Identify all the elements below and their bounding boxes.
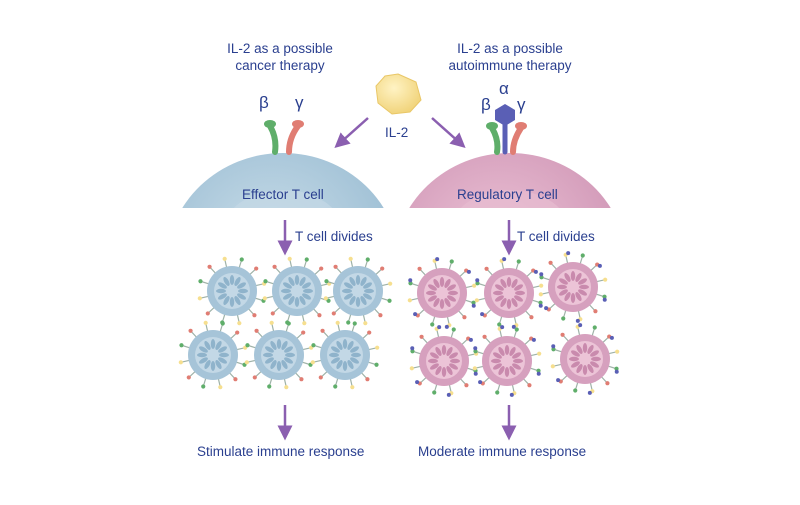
- left-title-line2: cancer therapy: [235, 58, 325, 73]
- right-divides-label: T cell divides: [517, 229, 595, 244]
- regulatory-receptors: [486, 104, 527, 155]
- regulatory-cell-small: [407, 257, 477, 329]
- effector-cell-small: [197, 256, 267, 326]
- effector-cell-small: [323, 256, 393, 326]
- il2-molecule: [375, 73, 422, 115]
- gamma-label-right: γ: [517, 95, 526, 114]
- left-divides-label: T cell divides: [295, 229, 373, 244]
- effector-cell-small: [310, 320, 380, 390]
- effector-receptors: [264, 120, 304, 155]
- effector-cell-label: Effector T cell: [242, 187, 324, 202]
- right-result-label: Moderate immune response: [418, 444, 587, 459]
- regulatory-cell-small: [550, 323, 620, 395]
- left-title: IL-2 as a possible cancer therapy: [200, 40, 360, 74]
- arrow-il2-to-effector: [334, 117, 369, 148]
- arrow-il2-to-regulatory: [431, 117, 466, 148]
- right-title-line1: IL-2 as a possible: [457, 41, 563, 56]
- regulatory-cell-small: [538, 251, 608, 323]
- alpha-label-right: α: [499, 79, 509, 98]
- gamma-label-left: γ: [295, 93, 304, 112]
- left-result-label: Stimulate immune response: [197, 444, 365, 459]
- effector-cell-small: [178, 320, 248, 390]
- il2-label: IL-2: [385, 125, 409, 140]
- effector-cell-large: [182, 153, 384, 208]
- right-title-line2: autoimmune therapy: [448, 58, 572, 73]
- beta-label-right: β: [481, 95, 491, 114]
- regulatory-cell-small: [472, 325, 542, 397]
- regulatory-cell-large: [409, 153, 611, 208]
- right-title: IL-2 as a possible autoimmune therapy: [430, 40, 590, 74]
- regulatory-cell-label: Regulatory T cell: [457, 187, 558, 202]
- beta-label-left: β: [259, 93, 269, 112]
- regulatory-cell-small: [474, 257, 544, 329]
- effector-cell-small: [262, 256, 332, 326]
- regulatory-cell-small: [409, 325, 479, 397]
- left-title-line1: IL-2 as a possible: [227, 41, 333, 56]
- effector-cell-small: [244, 320, 314, 390]
